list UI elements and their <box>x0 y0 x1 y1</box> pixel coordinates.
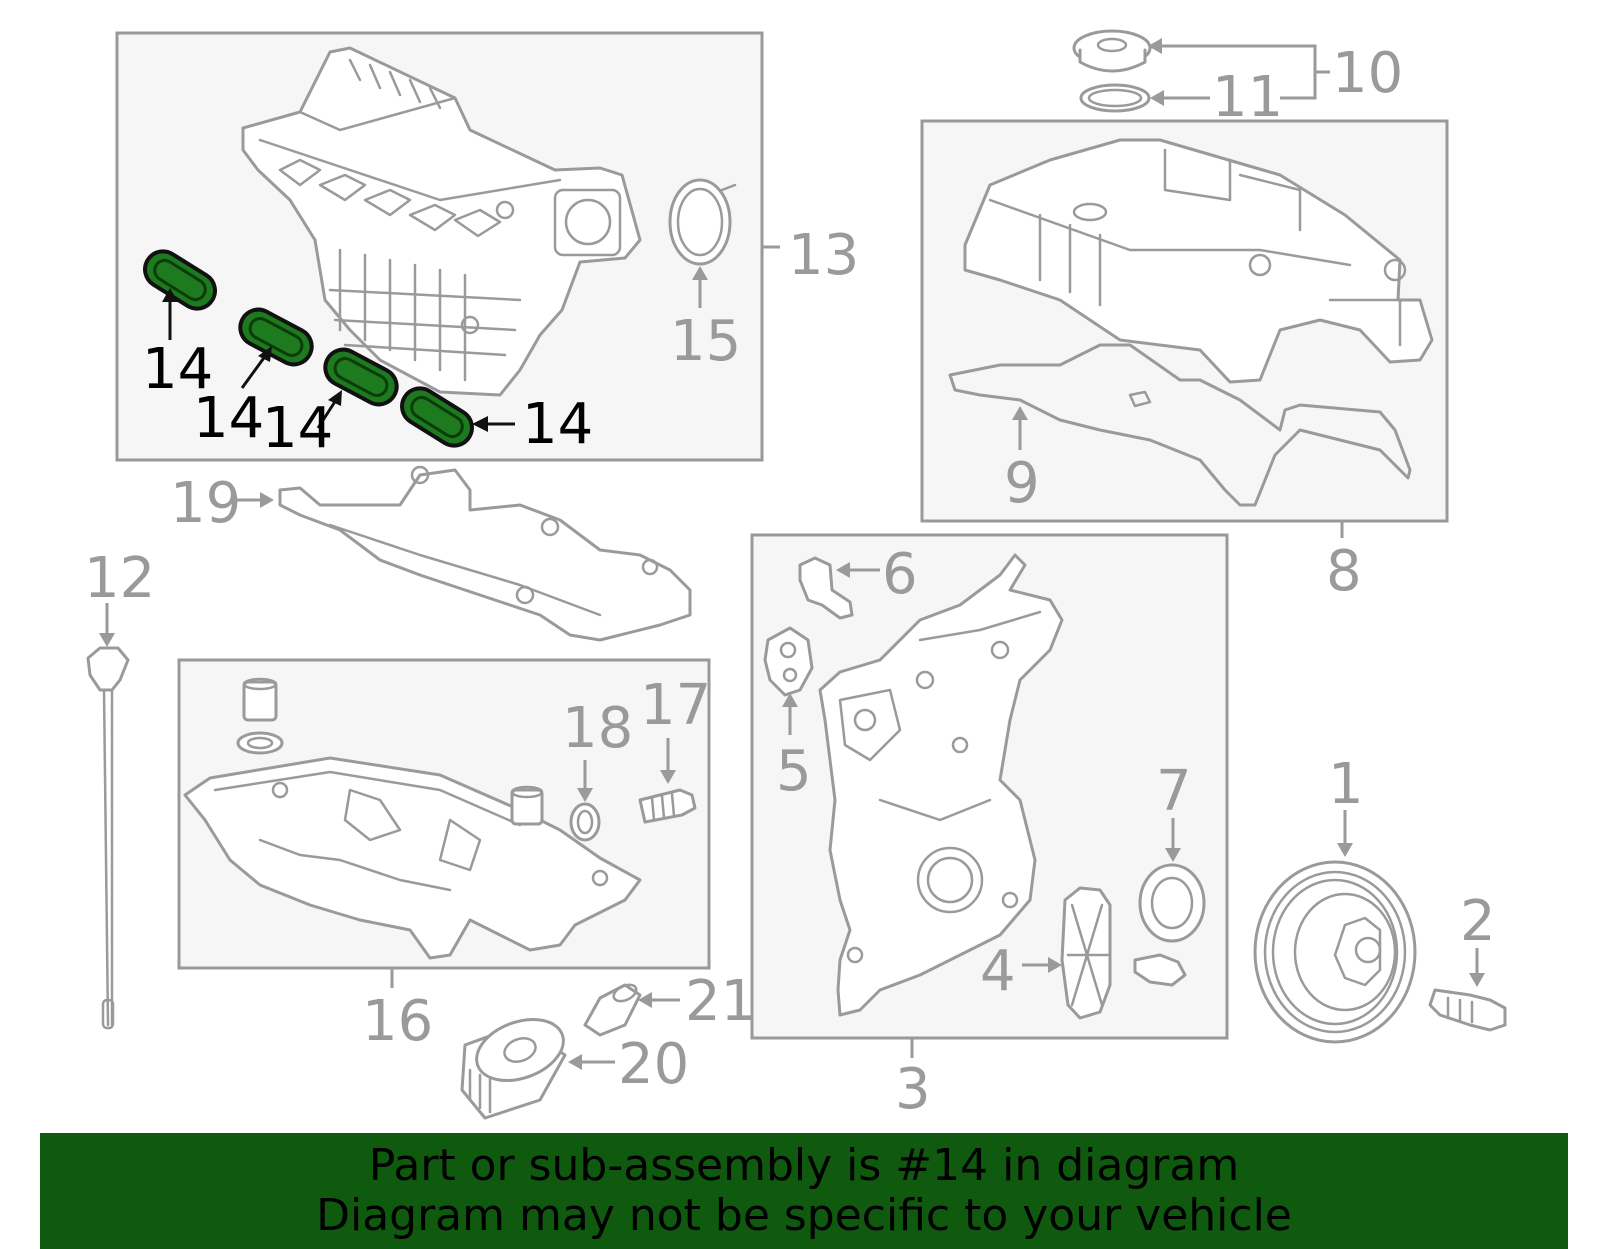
callout-7: 7 <box>1156 759 1192 824</box>
timing-cover-plate-4-part[interactable] <box>1060 886 1112 1020</box>
callout-12: 12 <box>84 546 155 611</box>
baffle-plate-part[interactable] <box>278 465 692 642</box>
valve-cover-part[interactable] <box>963 138 1434 384</box>
callout-3: 3 <box>895 1057 931 1122</box>
intake-gasket-14-c[interactable] <box>319 343 403 410</box>
callout-6: 6 <box>882 542 918 607</box>
oil-pan-bolt-part[interactable] <box>638 788 697 824</box>
callout-14-a: 14 <box>142 337 213 402</box>
callout-8: 8 <box>1326 539 1362 604</box>
bracket-10 <box>1280 44 1330 100</box>
callout-19: 19 <box>170 471 241 536</box>
intake-gasket-14-d[interactable] <box>395 382 479 453</box>
callout-21: 21 <box>685 969 756 1034</box>
oil-filter-part[interactable] <box>460 1008 572 1120</box>
banner-line-2: Diagram may not be specific to your vehi… <box>316 1190 1292 1241</box>
oil-pan-dowel-part[interactable] <box>510 785 544 826</box>
callout-4: 4 <box>980 939 1016 1004</box>
timing-cover-gasket-5-part[interactable] <box>763 626 814 697</box>
callout-15: 15 <box>670 309 741 374</box>
leader-14-b <box>240 354 268 389</box>
crankshaft-pulley-bolt-part[interactable] <box>1428 988 1507 1032</box>
callout-9: 9 <box>1004 451 1040 516</box>
timing-cover-gasket-6-part[interactable] <box>798 556 854 620</box>
crank-oil-seal-7-part[interactable] <box>1138 863 1206 943</box>
callout-11: 11 <box>1212 65 1283 130</box>
banner-line-1: Part or sub-assembly is #14 in diagram <box>368 1140 1240 1191</box>
oil-filler-cap-part[interactable] <box>1072 29 1152 73</box>
dipstick-part[interactable] <box>86 646 130 1030</box>
callout-14-b: 14 <box>193 386 264 451</box>
callout-10: 10 <box>1332 41 1403 106</box>
callout-5: 5 <box>776 739 812 804</box>
valve-cover-gasket-part[interactable] <box>948 343 1412 507</box>
oil-pan-part[interactable] <box>183 756 642 960</box>
callout-16: 16 <box>362 989 433 1054</box>
oil-pan-seal-part[interactable] <box>569 802 601 842</box>
oil-filter-bolt-part[interactable] <box>583 982 642 1037</box>
callout-20: 20 <box>618 1032 689 1097</box>
intake-manifold-part[interactable] <box>241 46 642 397</box>
callout-1: 1 <box>1328 752 1364 817</box>
throttle-body-gasket-part[interactable] <box>668 178 737 266</box>
callout-13: 13 <box>788 223 859 288</box>
callout-14-c: 14 <box>262 396 333 461</box>
callout-14-d: 14 <box>522 392 593 457</box>
timing-cover-part[interactable] <box>818 553 1064 1017</box>
crankshaft-pulley-part[interactable] <box>1253 860 1417 1044</box>
callout-2: 2 <box>1460 889 1496 954</box>
timing-cover-bolt-part[interactable] <box>1133 953 1187 987</box>
callout-18: 18 <box>562 696 633 761</box>
oil-pan-plug-part[interactable] <box>236 677 284 755</box>
leader-14-c <box>316 399 338 429</box>
callout-17: 17 <box>640 673 711 738</box>
info-banner: Part or sub-assembly is #14 in diagram D… <box>40 1133 1568 1249</box>
oil-filler-seal-part[interactable] <box>1079 83 1151 113</box>
